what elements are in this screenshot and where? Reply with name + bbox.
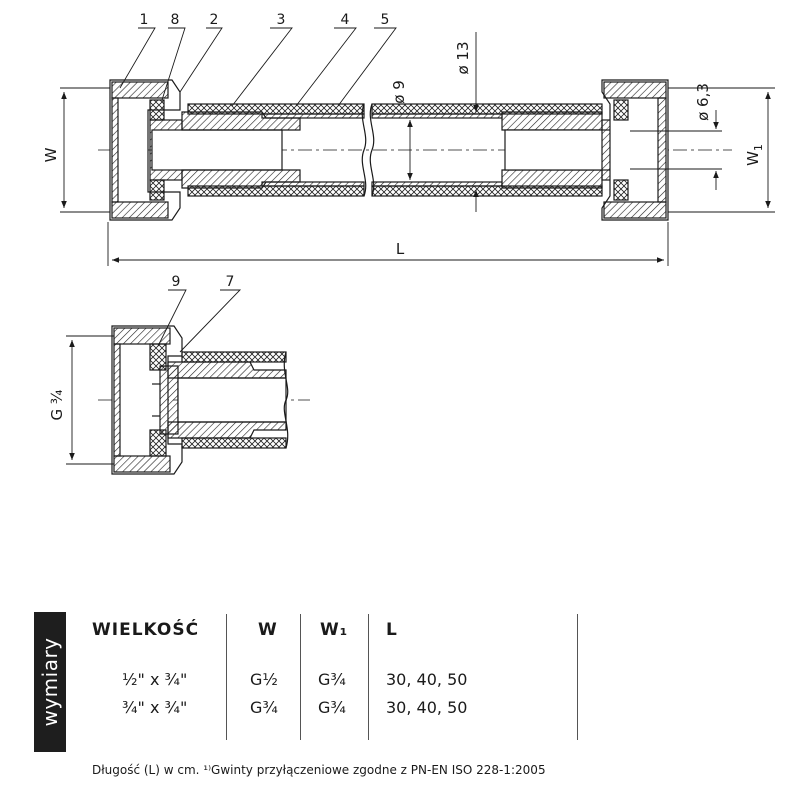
table-divider	[300, 614, 301, 740]
row-1-w1: G¾	[318, 670, 346, 689]
footnote: Długość (L) w cm. ¹⁾Gwinty przyłączeniow…	[92, 763, 546, 777]
callout-8: 8	[171, 12, 180, 28]
callout-1: 1	[140, 12, 149, 28]
callouts-top	[119, 27, 397, 107]
table-divider	[577, 614, 578, 740]
dim-l-label: L	[396, 240, 405, 258]
header-w1: W₁	[320, 620, 349, 640]
dim-d63	[630, 110, 722, 190]
row-2-l: 30, 40, 50	[386, 698, 468, 717]
row-1-l: 30, 40, 50	[386, 670, 468, 689]
dim-w-label: W	[42, 147, 60, 162]
dim-g34	[66, 335, 114, 465]
callout-3: 3	[277, 12, 286, 28]
dim-d63-label: ø 6,3	[694, 83, 712, 121]
dim-w1	[668, 87, 775, 213]
header-size: WIELKOŚĆ	[92, 620, 200, 640]
header-l: L	[386, 620, 398, 640]
row-1-size: ½" x ¾"	[122, 670, 188, 689]
callout-2: 2	[210, 12, 219, 28]
left-fitting	[149, 111, 301, 189]
dim-w	[60, 87, 110, 213]
row-1-w: G½	[250, 670, 278, 689]
header-w: W	[258, 620, 278, 640]
dim-d13-label: ø 13	[454, 41, 472, 74]
hose-assembly-top	[98, 79, 732, 221]
callout-9: 9	[172, 274, 181, 290]
detail-view-bottom	[98, 325, 310, 475]
side-label-tab: wymiary	[34, 612, 66, 752]
row-2-size: ¾" x ¾"	[122, 698, 188, 717]
callout-4: 4	[341, 12, 350, 28]
left-nut	[109, 79, 181, 221]
row-2-w1: G¾	[318, 698, 346, 717]
side-label: wymiary	[38, 637, 62, 727]
table-divider	[226, 614, 227, 740]
table-divider	[368, 614, 369, 740]
dim-l	[107, 222, 669, 266]
dim-g34-label: G ¾	[48, 389, 66, 420]
dim-w1-label: W1	[744, 144, 765, 166]
hose-left	[187, 103, 367, 197]
callout-7: 7	[226, 274, 235, 290]
row-2-w: G¾	[250, 698, 278, 717]
callout-5: 5	[381, 12, 390, 28]
dim-d9-label: ø 9	[390, 80, 408, 104]
right-nut	[601, 79, 669, 221]
technical-drawing: W W1 ø 6,3 ø 9 ø 13 L 1 8 2	[42, 12, 775, 475]
callouts-bottom	[157, 289, 242, 353]
